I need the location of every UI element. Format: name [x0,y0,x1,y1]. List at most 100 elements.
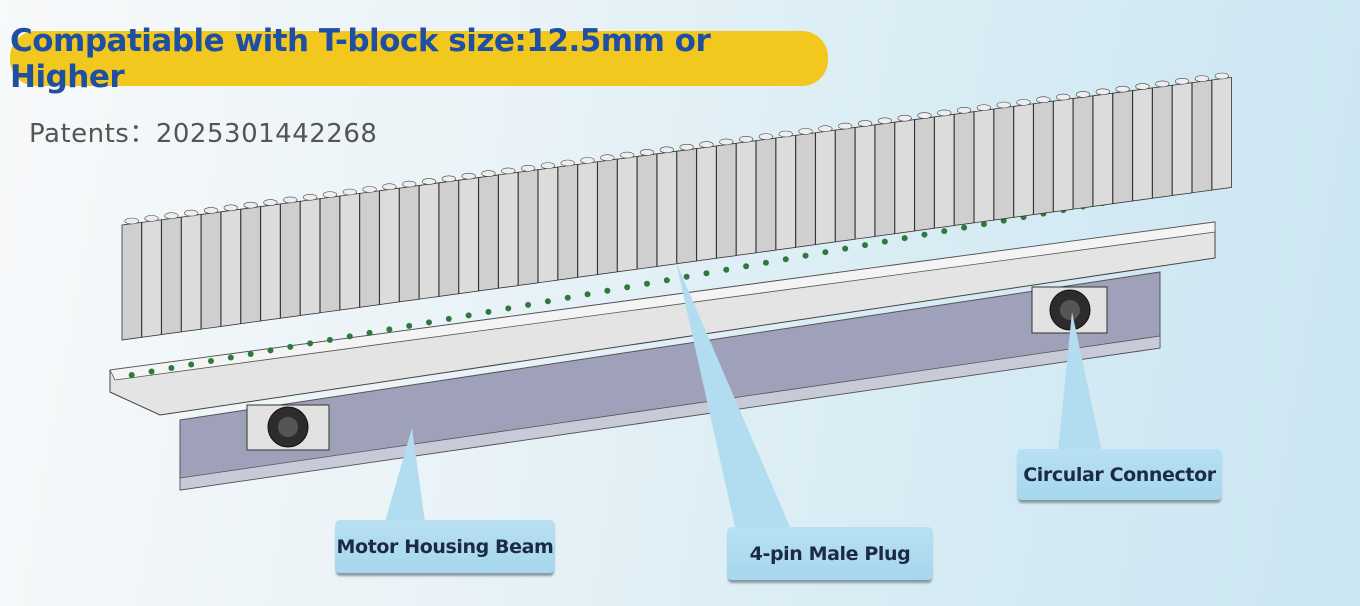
t-block [399,185,420,303]
t-block [1171,82,1193,196]
t-block [161,216,182,336]
pin-plug [564,294,571,301]
block-cap [838,122,853,130]
block-cap [520,164,536,172]
block-cap [481,170,496,177]
block-cap [1135,83,1150,90]
block-cap [342,188,357,196]
block-cap [600,154,615,162]
pin-plug [287,343,294,350]
pin-plug [247,350,254,357]
block-cap [580,157,595,164]
t-block [1053,98,1074,213]
t-block [438,179,459,297]
block-cap [738,135,754,143]
pin-plug [544,298,551,305]
circular-connector-left [246,404,330,451]
block-cap [243,201,258,209]
pin-plug [862,242,869,249]
t-block [1033,100,1054,216]
t-block [339,192,360,311]
patent-number: Patents：2025301442268 [29,119,378,149]
pin-plug [663,277,670,284]
pin-plug [644,280,651,287]
t-block [1211,76,1232,191]
t-block [716,142,737,259]
callout-4-pin-male-plug: 4-pin Male Plug [727,527,933,580]
block-cap [144,215,159,222]
t-block [319,195,341,314]
pin-plug [822,249,829,256]
t-block [993,105,1014,221]
t-block [121,221,142,341]
block-cap [857,120,873,127]
pin-plug [386,326,393,333]
circular-connector-right [1031,286,1108,334]
block-cap [461,172,476,180]
t-block [379,187,400,306]
block-cap [996,101,1011,109]
block-cap [1036,96,1051,104]
pin-plug [227,354,234,361]
block-cap [877,117,892,125]
block-cap [302,193,318,201]
t-block [557,163,578,281]
t-block [835,127,856,243]
block-cap [1194,75,1210,82]
pin-plug [267,347,274,354]
block-cap [540,162,556,169]
pin-plug [941,228,948,235]
t-block [656,150,677,267]
callout-pointer-beam [385,428,425,522]
t-block [458,177,479,295]
pin-plug [921,231,928,238]
mounting-plate-top [109,221,1216,381]
pin-plug [683,273,690,280]
pin-plug [782,256,789,263]
t-block [914,116,935,232]
block-cap [223,204,238,212]
t-block [418,182,440,300]
t-block [577,161,598,278]
pin-plug [148,368,155,375]
block-cap [897,114,912,122]
block-cap [382,183,397,191]
pin-plug [406,322,413,329]
block-cap [956,106,972,114]
t-block [973,108,995,224]
block-cap [699,141,714,148]
t-block [636,153,658,270]
block-cap [501,167,516,175]
block-cap [560,159,575,167]
block-cap [659,146,674,154]
block-cap [1095,88,1110,96]
block-cap [917,112,932,119]
t-block [537,166,559,284]
pin-plug [723,266,730,273]
pin-plug [881,238,888,245]
t-block [299,198,321,316]
block-cap [203,207,219,214]
block-cap [639,149,655,156]
t-block [200,211,222,330]
t-block [735,140,757,256]
pin-plug [584,291,591,298]
pin-plug [802,252,809,259]
block-cap [421,178,437,185]
pin-plug [961,224,968,231]
pin-plug [624,284,631,291]
pin-plug [346,333,353,340]
pin-plug [901,235,908,242]
block-cap [758,133,774,140]
t-block [517,169,539,286]
pin-plug [505,305,512,312]
block-cap [184,209,199,217]
t-block [1092,92,1113,207]
callout-pointer-connector [1058,312,1102,452]
t-block [854,124,876,240]
block-cap [402,180,417,188]
block-cap [1174,77,1190,85]
t-block [953,111,975,226]
block-cap [620,151,635,159]
